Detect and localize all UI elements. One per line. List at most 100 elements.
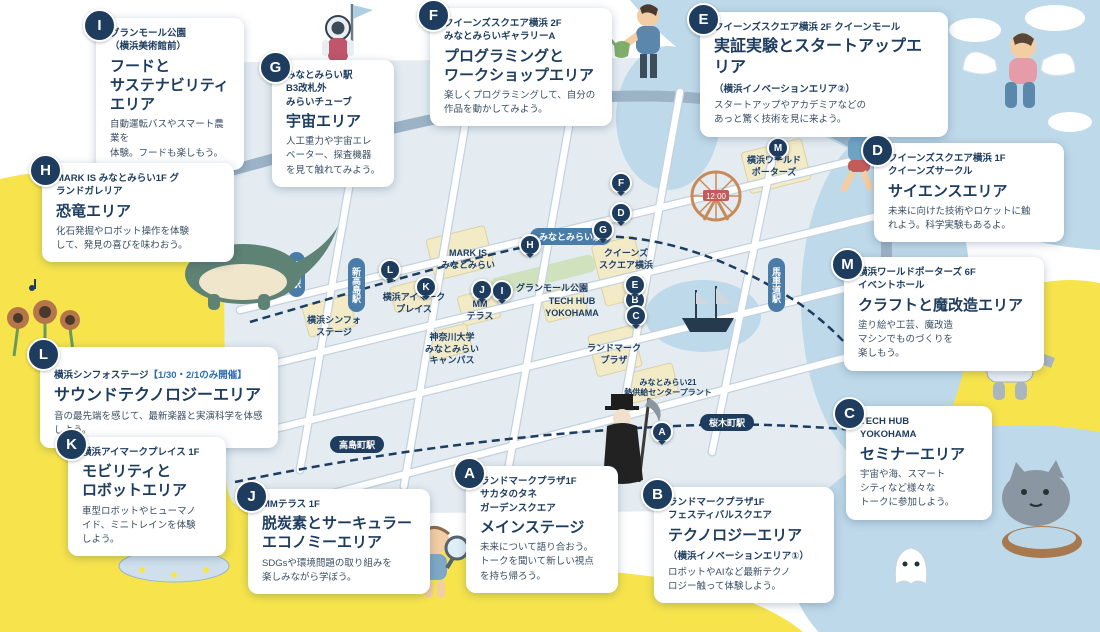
callout-location: TECH HUB YOKOHAMA	[860, 416, 917, 441]
area-badge-k: K	[55, 428, 88, 461]
callout-location: MARK IS みなとみらい1F グ ランドガレリア	[56, 173, 179, 198]
station-sakuragicho: 桜木町駅	[700, 414, 755, 431]
flying-kid-illustration	[935, 0, 1100, 153]
callout-area-i: I グランモール公園 （横浜美術館前） フードと サステナビリティ エリア 自動…	[83, 9, 244, 170]
callout-desc: 車型ロボットやヒューマノ イド、ミニトレインを体験 しよう。	[82, 505, 196, 546]
map-pin-i: I	[491, 280, 513, 304]
map-pin-m: M	[767, 137, 789, 161]
callout-location: みなとみらい駅 B3改札外 みらいチューブ	[286, 70, 353, 108]
area-badge-g: G	[259, 51, 292, 84]
map-place-world-porters: 横浜ワールド ポーターズ	[747, 155, 801, 177]
callout-location: ランドマークプラザ1F フェスティバルスクエア	[668, 497, 772, 522]
area-badge-i: I	[83, 9, 116, 42]
callout-title: セミナーエリア	[860, 445, 966, 463]
area-badge-h: H	[29, 154, 62, 187]
callout-area-a: A ランドマークプラザ1F サカタのタネ ガーデンスクエア メインステージ 未来…	[453, 457, 618, 593]
callout-location: 横浜シンフォステージ	[54, 370, 149, 382]
callout-area-d: D クイーンズスクエア横浜 1F クイーンズサークル サイエンスエリア 未来に向…	[861, 134, 1064, 243]
map-pin-k: K	[415, 276, 437, 300]
area-badge-c: C	[833, 397, 866, 430]
area-badge-e: E	[687, 3, 720, 36]
area-badge-l: L	[27, 338, 60, 371]
map-place-queens-square: クイーンズ スクエア横浜	[598, 248, 653, 270]
map-place-tech-hub: TECH HUB YOKOHAMA	[545, 296, 599, 318]
map-place-kanagawa-univ: 神奈川大学 みなとみらい キャンパス	[424, 332, 479, 366]
callout-desc: 人工重力や宇宙エレ ベーター、探査機器 を見て触れてみよう。	[286, 136, 381, 176]
callout-area-h: H MARK IS みなとみらい1F グ ランドガレリア 恐竜エリア 化石発掘や…	[29, 154, 234, 263]
ghost-illustration	[888, 538, 934, 595]
map-place-mm-terrace: MM テラス	[466, 299, 494, 321]
callout-area-f: F クイーンズスクエア横浜 2F みなとみらいギャラリーA プログラミングと ワ…	[417, 0, 612, 127]
callout-title: 実証実験とスタートアップエリア	[714, 38, 923, 76]
callout-desc: 楽しくプログラミングして、自分の 作品を動かしてみよう。	[444, 89, 596, 116]
callout-title: 宇宙エリア	[286, 112, 362, 130]
callout-location: ランドマークプラザ1F サカタのタネ ガーデンスクエア	[480, 476, 577, 514]
area-badge-m: M	[831, 248, 864, 281]
callout-desc: スタートアップやアカデミアなどの あっと驚く技術を見に来よう。	[714, 100, 867, 126]
station-shin-takashima: 新高島駅	[348, 258, 365, 312]
area-badge-d: D	[861, 134, 894, 167]
ferris-clock-label: 12:00	[706, 192, 727, 201]
map-pin-d: D	[610, 202, 632, 226]
callout-desc: SDGsや環境問題の取り組みを 楽しみながら学ぼう。	[262, 557, 392, 583]
map-pin-f: F	[610, 172, 632, 196]
callout-location: クイーンズスクエア横浜 1F クイーンズサークル	[888, 153, 1006, 178]
callout-desc: 自動運転バスやスマート農業を 体験。フードも楽しもう。	[110, 119, 224, 159]
map-pin-j: J	[471, 279, 493, 303]
callout-date-highlight: 【1/30・2/1のみ開催】	[148, 370, 247, 382]
callout-location: 横浜アイマークプレイス 1F	[82, 447, 200, 458]
callout-title: サウンドテクノロジーエリア	[54, 386, 262, 404]
callout-title: プログラミングと ワークショップエリア	[444, 47, 595, 84]
watering-man-illustration	[609, 0, 682, 100]
station-minatomirai: みなとみらい駅	[530, 228, 612, 245]
map-pin-l: L	[379, 259, 401, 283]
callout-title: クラフトと魔改造エリア	[858, 296, 1024, 314]
map-pin-g: G	[592, 219, 614, 243]
sail-ship-illustration	[676, 284, 740, 343]
callout-title: テクノロジーエリア	[668, 526, 803, 544]
callout-title: サイエンスエリア	[888, 182, 1008, 200]
callout-subtitle: （横浜イノベーションエリア②）	[714, 84, 855, 96]
area-badge-f: F	[417, 0, 450, 32]
callout-area-c: C TECH HUB YOKOHAMA セミナーエリア 宇宙や海、スマート シテ…	[833, 397, 992, 520]
map-place-grandmall-park: グランモール公園	[515, 283, 588, 293]
callout-location: クイーンズスクエア横浜 2F みなとみらいギャラリーA	[444, 18, 562, 43]
callout-location: MMテラス 1F	[262, 499, 320, 510]
callout-title: フードと サステナビリティ エリア	[110, 57, 229, 113]
callout-desc: 未来に向けた技術やロケットに触 れよう。科学実験もあるよ。	[888, 205, 1031, 232]
map-pin-e: E	[624, 274, 646, 298]
callout-desc: 未来について語り合おう。 トークを聞いて新しい視点 を持ち帰ろう。	[480, 542, 594, 582]
station-bashamichi: 馬車道駅	[768, 258, 785, 312]
callout-location: 横浜ワールドポーターズ 6F イベントホール	[858, 267, 976, 292]
callout-desc: ロボットやAIなど最新テクノ ロジー触って体験しよう。	[668, 566, 791, 593]
callout-desc: 塗り絵や工芸、魔改造 マシンでものづくりを 楽しもう。	[858, 319, 954, 360]
map-pin-a: A	[651, 421, 673, 445]
callout-area-e: E クイーンズスクエア横浜 2F クイーンモール 実証実験とスタートアップエリア…	[687, 3, 948, 137]
callout-subtitle: （横浜イノベーションエリア①）	[668, 550, 809, 562]
station-takashimacho: 高島町駅	[330, 436, 385, 453]
map-place-imark-place: 横浜アイマーク プレイス	[382, 292, 446, 314]
callout-area-g: G みなとみらい駅 B3改札外 みらいチューブ 宇宙エリア 人工重力や宇宙エレ …	[259, 51, 394, 187]
callout-title: モビリティと ロボットエリア	[82, 463, 188, 500]
area-badge-b: B	[641, 478, 674, 511]
callout-title: 脱炭素とサーキュラー エコノミーエリア	[262, 515, 413, 552]
callout-area-m: M 横浜ワールドポーターズ 6F イベントホール クラフトと魔改造エリア 塗り絵…	[831, 248, 1044, 371]
callout-area-b: B ランドマークプラザ1F フェスティバルスクエア テクノロジーエリア （横浜イ…	[641, 478, 834, 604]
callout-desc: 宇宙や海、スマート シティなど様々な トークに参加しよう。	[860, 468, 955, 509]
map-place-markis: MARK IS みなとみらい	[440, 248, 495, 270]
callout-location: グランモール公園 （横浜美術館前）	[110, 28, 187, 53]
area-badge-j: J	[235, 480, 268, 513]
callout-title: 恐竜エリア	[56, 202, 132, 220]
map-place-heat-plant: みなとみらい21 熱供給センタープラント	[624, 378, 712, 398]
callout-location: クイーンズスクエア横浜 2F クイーンモール	[714, 22, 901, 33]
map-place-symphostage: 横浜シンフォ ステージ	[307, 315, 361, 337]
callout-desc: 化石発掘やロボット操作を体験 して、発見の喜びを味わおう。	[56, 225, 190, 252]
callout-area-j: J MMテラス 1F 脱炭素とサーキュラー エコノミーエリア SDGsや環境問題…	[235, 480, 430, 595]
map-pin-h: H	[519, 234, 541, 258]
callout-title: メインステージ	[480, 518, 585, 536]
area-badge-a: A	[453, 457, 486, 490]
map-pin-c: C	[625, 305, 647, 329]
cat-and-tub-illustration	[980, 450, 1100, 567]
map-place-landmark-plaza: ランドマーク プラザ	[586, 343, 641, 365]
